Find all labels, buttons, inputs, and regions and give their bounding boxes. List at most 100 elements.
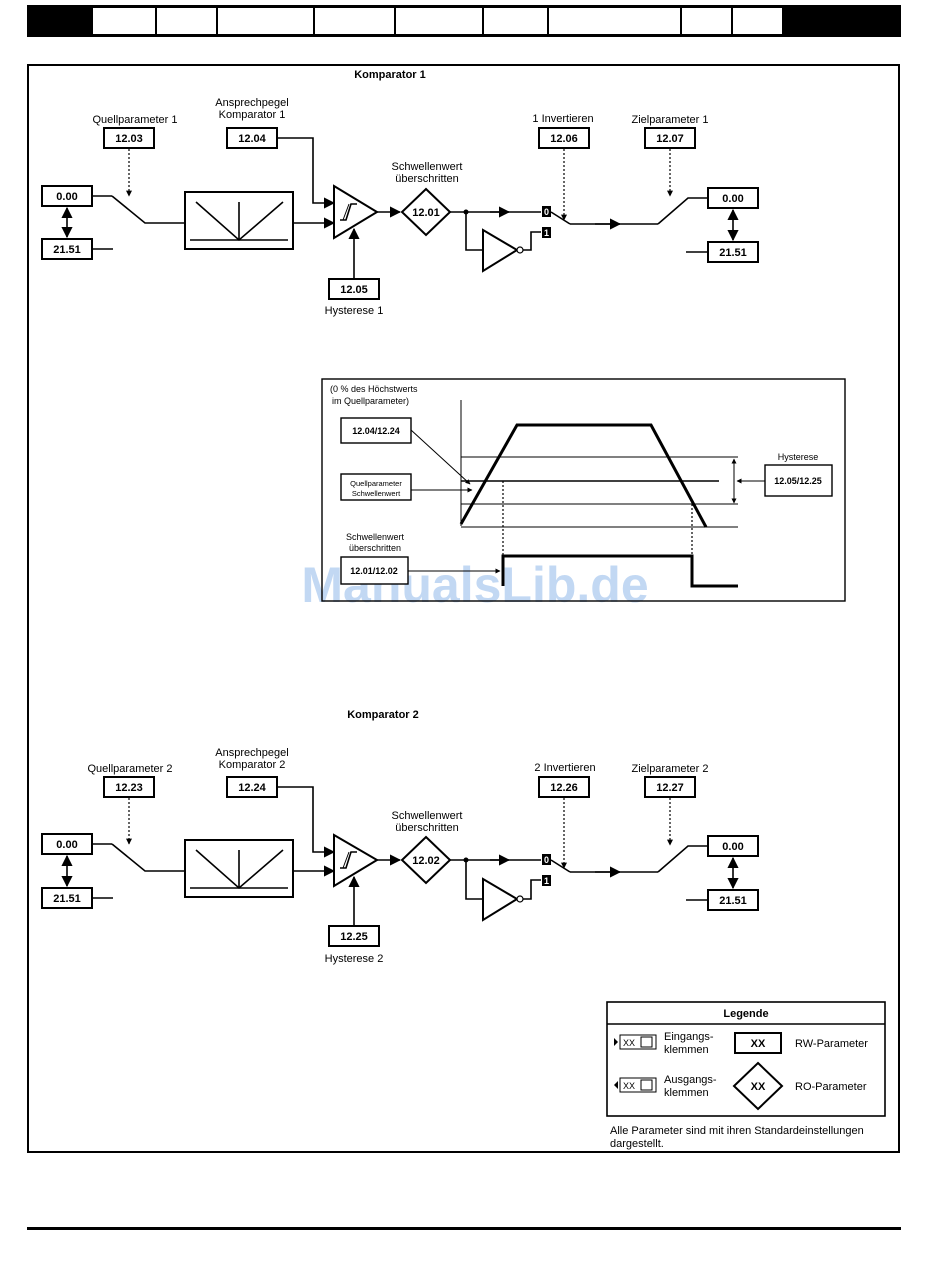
output-param: 21.51 <box>719 895 747 907</box>
hysteresis-label: Hysterese <box>778 452 819 462</box>
exceeded-box[interactable] <box>340 556 409 585</box>
level-label: Ansprechpegel <box>215 747 288 759</box>
input-param: 21.51 <box>53 244 81 256</box>
output-value-box[interactable] <box>707 187 759 209</box>
dest-param: 12.07 <box>656 133 684 145</box>
timing-diagram: (0 % des Höchstwerts im Quellparameter) … <box>321 378 846 602</box>
source-param: 12.03 <box>115 133 143 145</box>
comparator-2-title: Komparator 2 <box>347 709 419 721</box>
hysteresis-box[interactable] <box>764 464 833 497</box>
header-tab[interactable] <box>315 8 394 34</box>
header-tab[interactable] <box>682 8 731 34</box>
svg-text:XX: XX <box>751 1038 766 1050</box>
timing-note: im Quellparameter) <box>332 396 409 406</box>
switch-1: 1 <box>544 228 549 238</box>
exceeded-label: überschritten <box>395 822 459 834</box>
comparator-1: Komparator 1 Quellparameter 1 12.03 0.00… <box>41 69 759 317</box>
output-value: 0.00 <box>722 193 743 205</box>
dest-param: 12.27 <box>656 782 684 794</box>
input-param: 21.51 <box>53 893 81 905</box>
exceeded-param-diamond[interactable] <box>400 187 452 237</box>
exceeded-box-text: 12.01/12.02 <box>350 566 398 576</box>
dest-label: Zielparameter 2 <box>631 763 708 775</box>
level-box-text: 12.04/12.24 <box>352 426 400 436</box>
exceeded-label: überschritten <box>395 173 459 185</box>
level-label: Komparator 1 <box>219 109 286 121</box>
source-threshold-text: Quellparameter <box>350 479 402 488</box>
source-threshold-box[interactable] <box>340 473 412 501</box>
exceeded-param: 12.02 <box>412 855 440 867</box>
output-terminal-icon: XX <box>614 1077 657 1093</box>
header-tab[interactable] <box>549 8 680 34</box>
switch-0: 0 <box>544 207 549 217</box>
exceeded-label: Schwellenwert <box>392 810 463 822</box>
dest-param-box[interactable] <box>644 776 696 798</box>
exceeded-signal <box>501 554 738 588</box>
switch-0: 0 <box>544 855 549 865</box>
header-tab[interactable] <box>733 8 782 34</box>
switch-1: 1 <box>544 876 549 886</box>
level-param: 12.04 <box>238 133 266 145</box>
legend-output-label: klemmen <box>664 1087 709 1099</box>
hysteresis-param: 12.05 <box>340 284 368 296</box>
source-label: Quellparameter 1 <box>93 114 178 126</box>
exceeded-label: Schwellenwert <box>392 161 463 173</box>
level-label: Ansprechpegel <box>215 97 288 109</box>
ro-parameter-symbol <box>732 1061 784 1111</box>
level-box[interactable] <box>340 417 412 444</box>
header-bar <box>27 5 901 37</box>
inverter-symbol <box>482 877 519 922</box>
invert-label: 1 Invertieren <box>532 113 593 125</box>
hysteresis-box-text: 12.05/12.25 <box>774 476 822 486</box>
svg-text:XX: XX <box>623 1081 635 1091</box>
hysteresis-param: 12.25 <box>340 931 368 943</box>
header-tab[interactable] <box>157 8 216 34</box>
input-value: 0.00 <box>56 839 77 851</box>
header-tab[interactable] <box>93 8 155 34</box>
header-tab[interactable] <box>396 8 482 34</box>
output-value-box[interactable] <box>707 835 759 857</box>
dest-param-box[interactable] <box>644 127 696 149</box>
timing-exceeded-label: überschritten <box>349 543 401 553</box>
invert-param: 12.06 <box>550 133 578 145</box>
svg-text:XX: XX <box>623 1038 635 1048</box>
output-param: 21.51 <box>719 247 747 259</box>
comparator-symbol <box>333 833 379 888</box>
invert-param: 12.26 <box>550 782 578 794</box>
rw-parameter-symbol <box>734 1032 782 1054</box>
hysteresis-label: Hysterese 1 <box>325 305 384 317</box>
source-ramp-curve <box>459 423 708 528</box>
output-value: 0.00 <box>722 841 743 853</box>
svg-text:XX: XX <box>751 1081 766 1093</box>
source-param-box[interactable] <box>103 127 155 149</box>
footer-rule <box>27 1227 901 1230</box>
level-label: Komparator 2 <box>219 759 286 771</box>
legend: Legende XX Eingangs- klemmen XX Ausgangs… <box>606 1001 886 1117</box>
source-param-box[interactable] <box>103 776 155 798</box>
legend-output-label: Ausgangs- <box>664 1074 717 1086</box>
legend-ro-label: RO-Parameter <box>795 1081 867 1093</box>
legend-rw-label: RW-Parameter <box>795 1038 868 1050</box>
input-terminal-icon: XX <box>614 1034 657 1050</box>
diagram-frame <box>27 64 900 1153</box>
exceeded-param-diamond[interactable] <box>400 835 452 885</box>
inverter-symbol <box>482 228 519 273</box>
invert-param-box[interactable] <box>538 776 590 798</box>
source-param: 12.23 <box>115 782 143 794</box>
timing-note: (0 % des Höchstwerts <box>330 384 418 394</box>
legend-input-label: klemmen <box>664 1044 709 1056</box>
comparator-1-title: Komparator 1 <box>354 69 426 81</box>
invert-param-box[interactable] <box>538 127 590 149</box>
input-value: 0.00 <box>56 191 77 203</box>
comparator-symbol <box>333 184 379 240</box>
defaults-note: Alle Parameter sind mit ihren Standardei… <box>610 1125 864 1137</box>
timing-exceeded-label: Schwellenwert <box>346 532 405 542</box>
hysteresis-label: Hysterese 2 <box>325 953 384 965</box>
header-tab[interactable] <box>218 8 313 34</box>
header-tab[interactable] <box>484 8 547 34</box>
defaults-note: dargestellt. <box>610 1138 664 1150</box>
source-threshold-text: Schwellenwert <box>352 489 401 498</box>
comparator-2: Komparator 2 Quellparameter 2 12.23 0.00… <box>41 709 759 965</box>
exceeded-param: 12.01 <box>412 207 440 219</box>
